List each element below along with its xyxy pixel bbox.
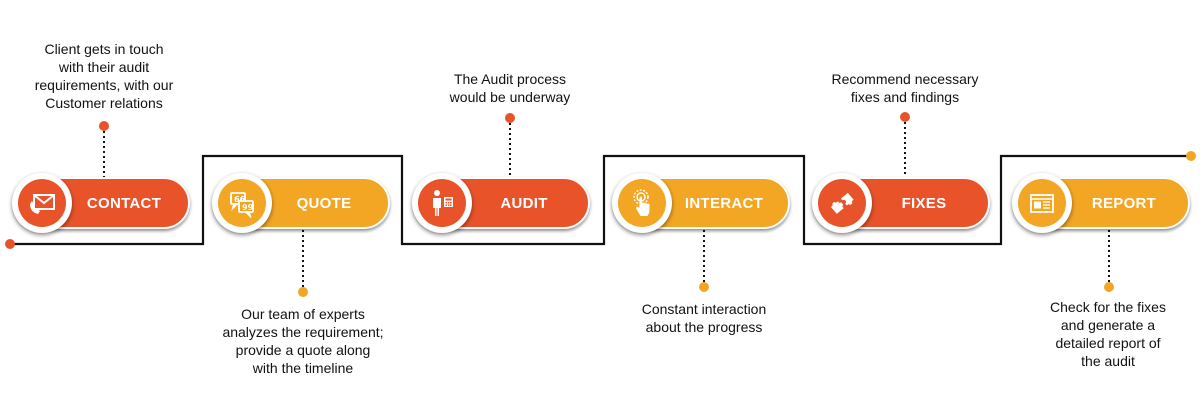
description-line: requirements, with our <box>34 77 174 93</box>
description-line: Recommend necessary <box>831 71 979 87</box>
step-fixes-icon-badge <box>812 173 872 233</box>
step-interact-description: Constant interaction about the progress <box>619 300 789 336</box>
description-line: fixes and findings <box>850 89 960 105</box>
step-quote-label: QUOTE <box>296 194 352 212</box>
connector-dot-report <box>1104 282 1114 292</box>
puzzle-pieces-icon <box>818 179 866 227</box>
description-line: Check for the fixes <box>1050 299 1166 315</box>
description-line: The Audit process <box>453 71 567 87</box>
step-fixes-label: FIXES <box>901 194 947 212</box>
connector-dot-interact <box>699 282 709 292</box>
svg-text:66: 66 <box>234 195 246 204</box>
touch-finger-icon <box>618 179 666 227</box>
person-calculator-icon <box>418 179 466 227</box>
connector-dot-contact <box>99 121 109 131</box>
step-contact-icon-badge <box>12 173 72 233</box>
description-line: with the timeline <box>252 360 354 376</box>
description-line: analyzes the requirement; <box>222 324 384 340</box>
step-contact-label: CONTACT <box>86 194 162 212</box>
description-line: would be underway <box>449 89 571 105</box>
step-interact-label: INTERACT <box>684 194 764 212</box>
description-line: about the progress <box>645 319 763 335</box>
step-audit-description: The Audit process would be underway <box>425 70 595 106</box>
description-line: detailed report of <box>1055 335 1161 351</box>
description-line: Constant interaction <box>641 301 767 317</box>
timeline-start-dot <box>5 239 15 249</box>
description-line: Client gets in touch <box>44 41 164 57</box>
connector-dot-fixes <box>900 112 910 122</box>
envelope-phone-icon <box>18 179 66 227</box>
step-quote-description: Our team of experts analyzes the require… <box>203 305 403 377</box>
speech-bubbles-quote-icon: 66 99 <box>218 179 266 227</box>
connector-dot-audit <box>505 113 515 123</box>
description-line: and generate a <box>1060 317 1156 333</box>
description-line: provide a quote along <box>235 342 371 358</box>
description-line: Customer relations <box>45 95 163 111</box>
step-audit-label: AUDIT <box>500 194 548 212</box>
step-fixes-description: Recommend necessary fixes and findings <box>815 70 995 106</box>
timeline-end-dot <box>1186 151 1196 161</box>
step-report-label: REPORT <box>1091 194 1157 212</box>
step-report-description: Check for the fixes and generate a detai… <box>1028 298 1188 370</box>
newspaper-report-icon <box>1018 179 1066 227</box>
description-line: the audit <box>1081 353 1135 369</box>
timeline-line <box>10 154 1191 246</box>
step-audit-icon-badge <box>412 173 472 233</box>
step-report-icon-badge <box>1012 173 1072 233</box>
connector-dot-quote <box>298 287 308 297</box>
step-quote-icon-badge: 66 99 <box>212 173 272 233</box>
svg-text:99: 99 <box>242 203 254 212</box>
description-line: with their audit <box>58 59 150 75</box>
description-line: Our team of experts <box>241 306 365 322</box>
step-interact-icon-badge <box>612 173 672 233</box>
step-contact-description: Client gets in touch with their audit re… <box>20 40 188 112</box>
